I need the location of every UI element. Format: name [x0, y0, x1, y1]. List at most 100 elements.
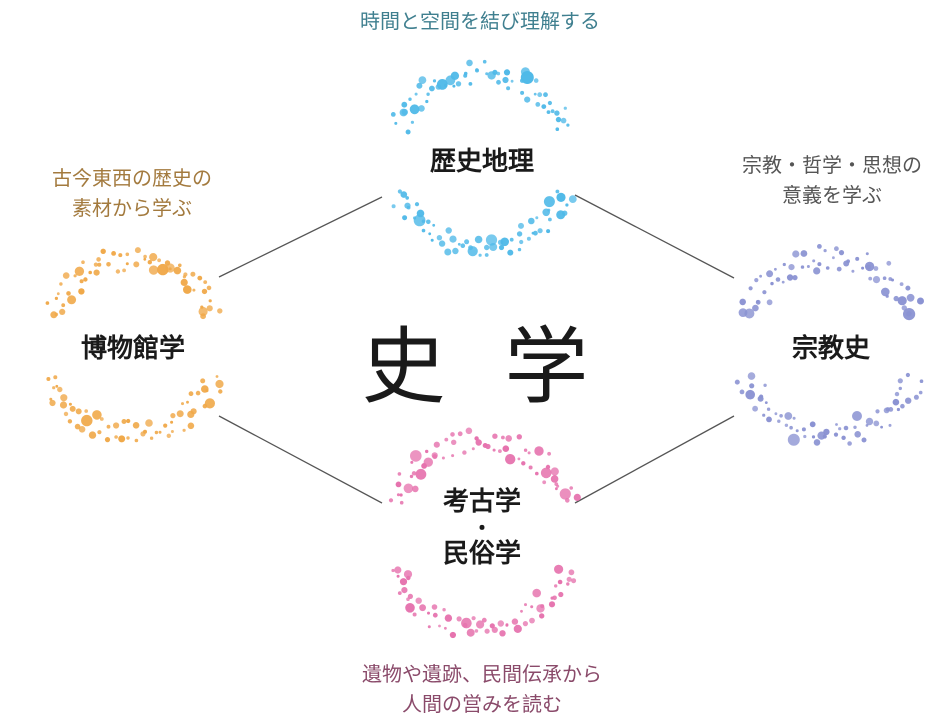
geography-ring-dot — [457, 242, 461, 246]
religion-ring-dot — [913, 394, 919, 400]
geography-ring-dot — [397, 189, 402, 194]
museum-ring-dot — [178, 263, 182, 268]
religion-ring-dot — [873, 266, 879, 271]
religion-ring-dot — [749, 383, 755, 389]
museum-ring-dot — [114, 435, 118, 439]
museum-ring-dot — [69, 405, 76, 412]
geography-ring-dot — [400, 191, 408, 198]
museum-ring-dot — [166, 433, 171, 438]
museum-ring-dot — [208, 299, 212, 303]
religion-ring-dot — [906, 311, 912, 317]
museum-ring-dot — [192, 288, 196, 292]
geography-ring-dot — [468, 245, 473, 251]
archaeology-ring-dot — [481, 617, 487, 623]
religion-ring-dot — [872, 276, 881, 284]
archaeology-ring-dot — [520, 609, 523, 613]
museum-ring-dot — [67, 295, 77, 305]
geography-ring-dot — [506, 86, 511, 91]
archaeology-ring-dot — [399, 500, 404, 505]
museum-ring-dot — [157, 263, 169, 276]
archaeology-ring-dot — [527, 451, 531, 455]
museum-ring-dot — [186, 400, 189, 404]
geography-ring-dot — [413, 214, 426, 227]
geography-ring-dot — [497, 239, 504, 245]
archaeology-ring-dot — [466, 628, 475, 637]
geography-ring-dot — [546, 229, 551, 234]
religion-ring-dot — [847, 441, 852, 446]
archaeology-ring-dot — [399, 493, 403, 497]
museum-ring-dot — [78, 426, 86, 433]
archaeology-ring-dot — [403, 570, 413, 579]
religion-ring-dot — [852, 411, 862, 421]
geography-ring-dot — [425, 99, 429, 104]
geography-ring-dot — [429, 85, 435, 92]
archaeology-ring-dot — [513, 624, 522, 634]
geography-ring-dot — [416, 209, 425, 218]
museum-ring-dot — [52, 386, 56, 390]
museum-ring-dot — [62, 272, 70, 279]
museum-ring-dot — [60, 394, 68, 402]
archaeology-ring-dot — [450, 432, 455, 437]
archaeology-ring-dot — [522, 621, 529, 627]
religion-ring-dot — [739, 389, 745, 395]
museum-ring-dot — [170, 420, 174, 424]
geography-ring-dot — [526, 236, 531, 241]
museum-ring-dot — [170, 413, 176, 419]
museum-ring-dot — [168, 267, 172, 271]
connector-line — [574, 415, 735, 504]
geography-ring-dot — [485, 234, 498, 246]
archaeology-ring-dot — [501, 435, 505, 440]
museum-ring-dot — [217, 308, 223, 314]
geography-ring-dot — [452, 84, 456, 88]
religion-ring-dot — [886, 260, 892, 266]
archaeology-ring-dot — [403, 483, 414, 494]
religion-ring-dot — [792, 416, 796, 420]
religion-ring-dot — [897, 296, 907, 306]
religion-ring-dot — [817, 262, 822, 267]
archaeology-ring-dot — [388, 498, 394, 503]
archaeology-ring-dot — [456, 616, 462, 622]
museum-ring-dot — [182, 275, 186, 279]
archaeology-ring-dot — [568, 569, 575, 576]
geography-ring-dot — [414, 92, 418, 96]
archaeology-ring-dot — [540, 604, 545, 609]
religion-ring-dot — [787, 433, 800, 446]
religion-ring-dot — [865, 252, 869, 256]
archaeology-ring-dot — [559, 488, 571, 500]
museum-ring-dot — [187, 410, 195, 418]
geography-ring-dot — [445, 227, 452, 234]
museum-ring-dot — [182, 428, 186, 432]
archaeology-ring-dot — [462, 450, 467, 455]
museum-ring-dot — [200, 313, 207, 320]
archaeology-ring-dot — [524, 603, 527, 607]
religion-ring-dot — [861, 437, 867, 443]
religion-ring-dot — [800, 265, 805, 269]
museum-ring-dot — [59, 308, 66, 315]
archaeology-ring-dot — [529, 617, 535, 624]
geography-ring-dot — [498, 244, 505, 251]
religion-ring-dot — [843, 425, 849, 431]
religion-ring-dot — [853, 425, 857, 429]
connector-line — [574, 194, 735, 279]
museum-ring-dot — [204, 398, 215, 409]
geography-ring-dot — [416, 82, 423, 89]
religion-ring-dot — [756, 300, 759, 304]
archaeology-ring-dot — [552, 595, 557, 601]
religion-ring-dot — [838, 250, 845, 256]
geography-ring-dot — [409, 104, 420, 115]
religion-ring-dot — [759, 274, 762, 278]
religion-ring-dot — [898, 386, 902, 391]
religion-node-label: 宗教史 — [791, 334, 871, 364]
museum-ring-dot — [176, 410, 184, 418]
archaeology-ring-dot — [523, 448, 528, 452]
geography-node-label: 歴史地理 — [429, 147, 535, 177]
archaeology-ring-dot — [558, 591, 564, 598]
archaeology-ring-dot — [492, 433, 498, 439]
museum-ring-dot — [74, 423, 81, 430]
geography-ring-dot — [449, 235, 457, 243]
museum-caption-line1: 古今東西の歴史の — [52, 166, 212, 190]
geography-ring-dot — [555, 116, 562, 123]
religion-ring-dot — [774, 267, 777, 271]
archaeology-ring-dot — [499, 630, 506, 637]
geography-ring-dot — [436, 235, 443, 241]
